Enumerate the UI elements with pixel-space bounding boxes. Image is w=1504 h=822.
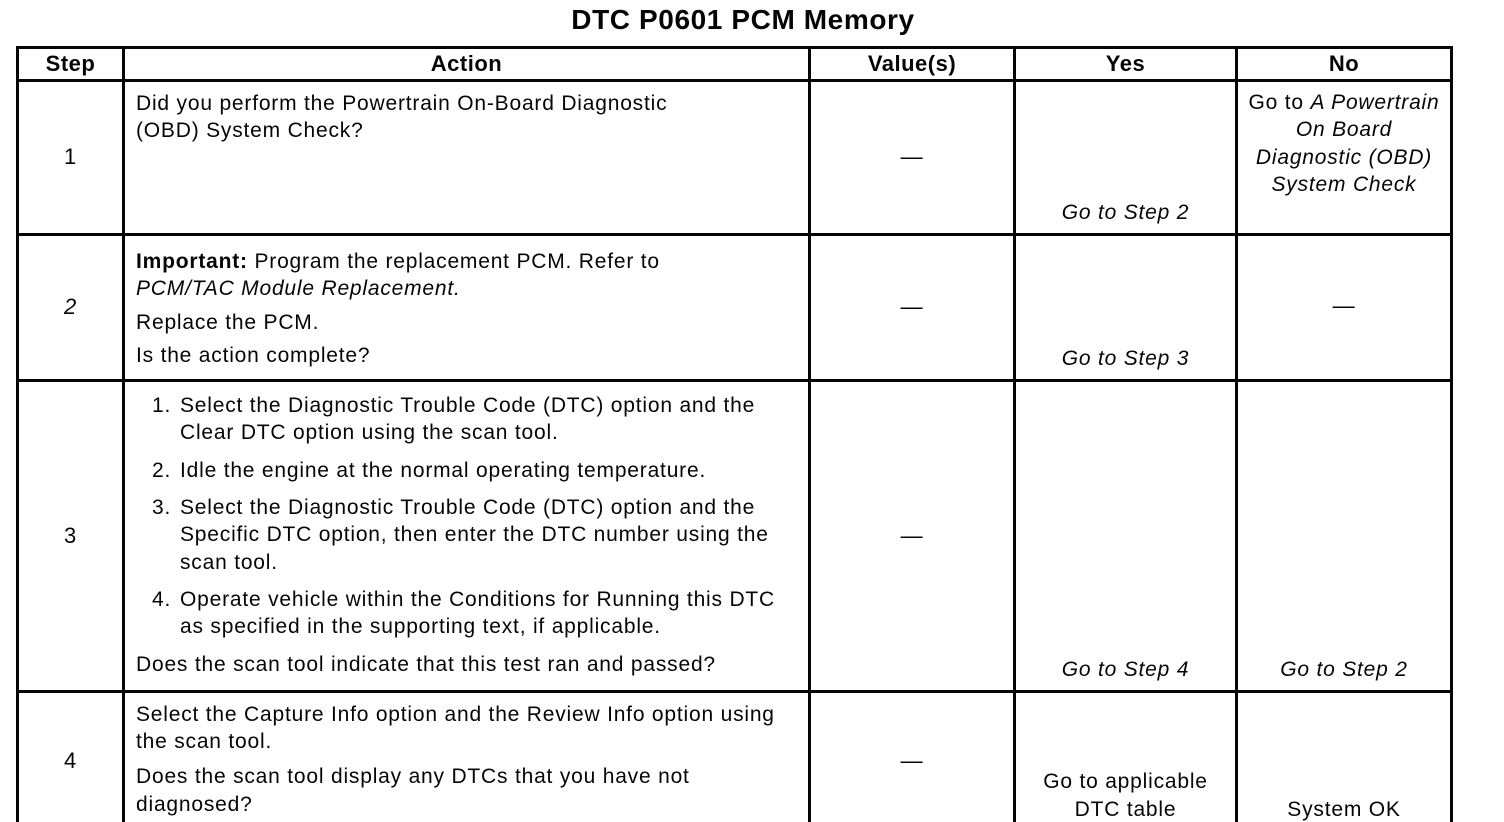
yes-cell: Go to Step 2 (1013, 79, 1238, 236)
value-cell: — (808, 232, 1016, 383)
important-text: Program the replacement PCM. Refer to (247, 250, 660, 273)
yes-cell: Go to Step 3 (1013, 232, 1238, 383)
header-row: Step Action Value(s) Yes No (16, 46, 1453, 82)
col-header-values: Value(s) (808, 46, 1016, 82)
action-cell: Did you perform the Powertrain On-Board … (122, 79, 811, 236)
action-question: Is the action complete? (136, 343, 371, 367)
no-cell: — (1235, 232, 1453, 383)
list-item-text: Operate vehicle within the Conditions fo… (180, 587, 776, 639)
action-instruction: Select the Capture Info option and the R… (136, 702, 775, 754)
col-header-step: Step (16, 46, 125, 82)
list-item-text: Idle the engine at the normal operating … (180, 458, 707, 482)
go-to-step-link: Go to Step 3 (1061, 346, 1190, 370)
step-cell: 1 (16, 79, 125, 236)
step-list: 1. Select the Diagnostic Trouble Code (D… (136, 392, 798, 640)
col-header-no: No (1235, 46, 1453, 82)
important-reference: PCM/TAC Module Replacement. (136, 277, 461, 301)
list-item-text: Select the Diagnostic Trouble Code (DTC)… (180, 394, 756, 445)
list-item-number: 1. (152, 394, 172, 418)
list-item-text: Select the Diagnostic Trouble Code (DTC)… (180, 496, 769, 574)
step-cell: 2 (16, 232, 125, 383)
list-item: 4. Operate vehicle within the Conditions… (152, 586, 798, 641)
no-cell: Go to A Powertrain On Board Diagnostic (… (1235, 79, 1453, 236)
go-to-step-link: Go to Step 4 (1061, 657, 1190, 681)
action-cell: Select the Capture Info option and the R… (122, 689, 811, 822)
go-to-step-link: Go to Step 2 (1061, 200, 1190, 224)
step-cell: 4 (16, 689, 125, 822)
go-to-reference: Go to applicable DTC table (1043, 770, 1208, 821)
step-cell: 3 (16, 379, 125, 693)
list-item-number: 3. (152, 496, 172, 520)
list-item-number: 2. (152, 458, 172, 482)
action-question: Does the scan tool indicate that this te… (136, 652, 716, 676)
action-question: Does the scan tool display any DTCs that… (136, 765, 690, 816)
table-row-step-4: 4 Select the Capture Info option and the… (16, 689, 1453, 822)
table-row-step-2: 2 Important: Program the replacement PCM… (16, 232, 1453, 383)
list-item: 3. Select the Diagnostic Trouble Code (D… (152, 494, 798, 576)
value-cell: — (808, 689, 1016, 822)
list-item-number: 4. (152, 587, 172, 611)
list-item: 2. Idle the engine at the normal operati… (152, 457, 798, 484)
yes-cell: Go to applicable DTC table (1013, 689, 1238, 822)
col-header-action: Action (122, 46, 811, 82)
action-important-note: Important: Program the replacement PCM. … (136, 248, 736, 303)
page-title: DTC P0601 PCM Memory (571, 4, 915, 35)
action-cell: 1. Select the Diagnostic Trouble Code (D… (122, 379, 811, 693)
action-cell: Important: Program the replacement PCM. … (122, 232, 811, 383)
action-instruction: Replace the PCM. (136, 310, 320, 334)
table-row-step-3: 3 1. Select the Diagnostic Trouble Code … (16, 379, 1453, 693)
system-ok-text: System OK (1287, 797, 1401, 821)
action-question: Did you perform the Powertrain On-Board … (136, 92, 668, 143)
go-to-prefix: Go to (1248, 91, 1311, 114)
important-label: Important: (136, 250, 248, 273)
go-to-step-link: Go to Step 2 (1280, 657, 1408, 681)
list-item: 1. Select the Diagnostic Trouble Code (D… (152, 392, 798, 447)
value-cell: — (808, 379, 1016, 693)
value-cell: — (808, 79, 1016, 236)
dtc-table: Step Action Value(s) Yes No 1 Did you pe… (16, 46, 1453, 822)
col-header-yes: Yes (1013, 46, 1238, 82)
yes-cell: Go to Step 4 (1013, 379, 1238, 693)
table-row-step-1: 1 Did you perform the Powertrain On-Boar… (16, 79, 1453, 236)
no-cell: Go to Step 2 (1235, 379, 1453, 693)
go-to-reference: A Powertrain On Board Diagnostic (OBD) S… (1255, 91, 1440, 196)
no-cell: System OK (1235, 689, 1453, 822)
